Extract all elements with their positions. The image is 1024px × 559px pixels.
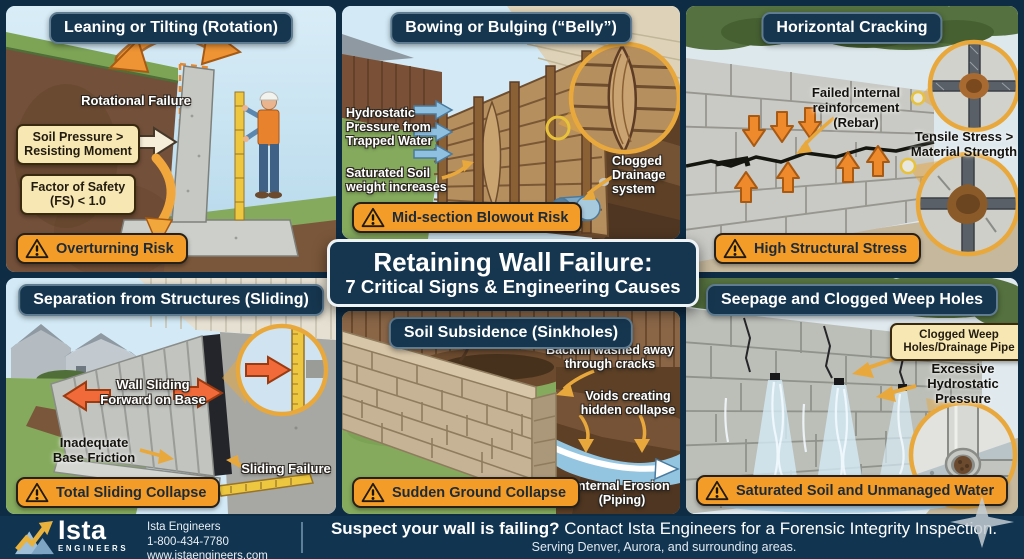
panel-title-cracking: Horizontal Cracking: [761, 12, 943, 44]
badge-label: Sudden Ground Collapse: [392, 484, 567, 501]
footer-message-sub: Serving Denver, Aurora, and surrounding …: [531, 540, 797, 555]
footer-message-rest: Contact Ista Engineers for a Forensic In…: [559, 519, 998, 538]
label-sliding-failure: Sliding Failure: [241, 461, 331, 476]
contact-company: Ista Engineers: [147, 521, 221, 533]
warning-icon: [25, 482, 49, 503]
contact-block: Ista Engineers 1-800-434-7780 www.istaen…: [147, 520, 268, 559]
label-tensile-stress: Tensile Stress > Material Strength: [910, 129, 1018, 159]
brand-name: Ista: [58, 515, 107, 545]
panel-seepage: Seepage and Clogged Weep Holes Clogged W…: [686, 278, 1018, 514]
contact-website: www.istaengineers.com: [147, 550, 268, 559]
brand-block: Ista ENGINEERS: [58, 517, 128, 553]
warning-icon: [361, 207, 385, 228]
label-failed-reinforcement: Failed internal reinforcement (Rebar): [811, 85, 901, 130]
badge-label: Total Sliding Collapse: [56, 484, 207, 501]
badge-label: Mid-section Blowout Risk: [392, 209, 569, 226]
footer-message: Suspect your wall is failing? Contact Is…: [312, 519, 1016, 555]
panel-title-seepage: Seepage and Clogged Weep Holes: [706, 284, 998, 316]
main-title-line1: Retaining Wall Failure:: [373, 246, 653, 277]
label-voids-collapse: Voids creating hidden collapse: [580, 389, 676, 417]
badge-sliding-collapse: Total Sliding Collapse: [16, 477, 221, 508]
contact-phone: 1-800-434-7780: [147, 535, 229, 548]
ista-logo-icon: [15, 520, 54, 555]
badge-label: High Structural Stress: [754, 240, 908, 257]
panel-cracking: Horizontal Cracking Failed internal rein…: [686, 6, 1018, 272]
panel-title-bowing: Bowing or Bulging (“Belly”): [390, 12, 632, 44]
label-rotational-failure: Rotational Failure: [81, 93, 191, 108]
warning-icon: [25, 238, 49, 259]
footer-message-bold: Suspect your wall is failing?: [330, 519, 560, 538]
callout-soil-pressure: Soil Pressure > Resisting Moment: [16, 124, 140, 165]
main-title-line2: 7 Critical Signs & Engineering Causes: [345, 276, 681, 298]
label-base-friction: Inadequate Base Friction: [52, 435, 136, 465]
warning-icon: [705, 480, 729, 501]
badge-saturated-soil: Saturated Soil and Unmanaged Water: [696, 475, 1009, 506]
badge-label: Overturning Risk: [56, 240, 174, 257]
panel-sliding: Separation from Structures (Sliding) Wal…: [6, 278, 336, 514]
footer-divider: [301, 522, 303, 553]
badge-blowout-risk: Mid-section Blowout Risk: [352, 202, 583, 233]
warning-icon: [723, 238, 747, 259]
panel-title-sliding: Separation from Structures (Sliding): [18, 284, 324, 316]
panel-title-subsidence: Soil Subsidence (Sinkholes): [388, 317, 634, 349]
cracking-illustration: [686, 6, 1018, 272]
panel-leaning: Leaning or Tilting (Rotation) Rotational…: [6, 6, 336, 272]
label-saturated-soil: Saturated Soil weight increases: [346, 166, 447, 194]
label-clogged-drainage: Clogged Drainage system: [612, 154, 666, 196]
badge-ground-collapse: Sudden Ground Collapse: [352, 477, 581, 508]
panel-bowing: Bowing or Bulging (“Belly”) Hydrostatic …: [342, 6, 680, 239]
main-title-box: Retaining Wall Failure: 7 Critical Signs…: [327, 239, 699, 307]
badge-label: Saturated Soil and Unmanaged Water: [736, 482, 995, 499]
warning-icon: [361, 482, 385, 503]
badge-structural-stress: High Structural Stress: [714, 233, 922, 264]
badge-overturning-risk: Overturning Risk: [16, 233, 188, 264]
panel-subsidence: Soil Subsidence (Sinkholes) Backfill was…: [342, 311, 680, 514]
brand-subtitle: ENGINEERS: [58, 544, 129, 553]
label-internal-erosion: Internal Erosion (Piping): [574, 479, 670, 507]
callout-factor-of-safety: Factor of Safety (FS) < 1.0: [20, 174, 136, 215]
label-hydrostatic-pressure: Hydrostatic Pressure from Trapped Water: [346, 106, 433, 148]
label-hydrostatic-pressure: Excessive Hydrostatic Pressure: [927, 361, 999, 406]
label-wall-sliding: Wall Sliding Forward on Base: [100, 377, 206, 407]
footer-bar: Ista ENGINEERS Ista Engineers 1-800-434-…: [0, 516, 1024, 559]
panel-title-leaning: Leaning or Tilting (Rotation): [49, 12, 293, 44]
callout-clogged-weep-holes: Clogged Weep Holes/Drainage Pipe: [890, 323, 1018, 362]
